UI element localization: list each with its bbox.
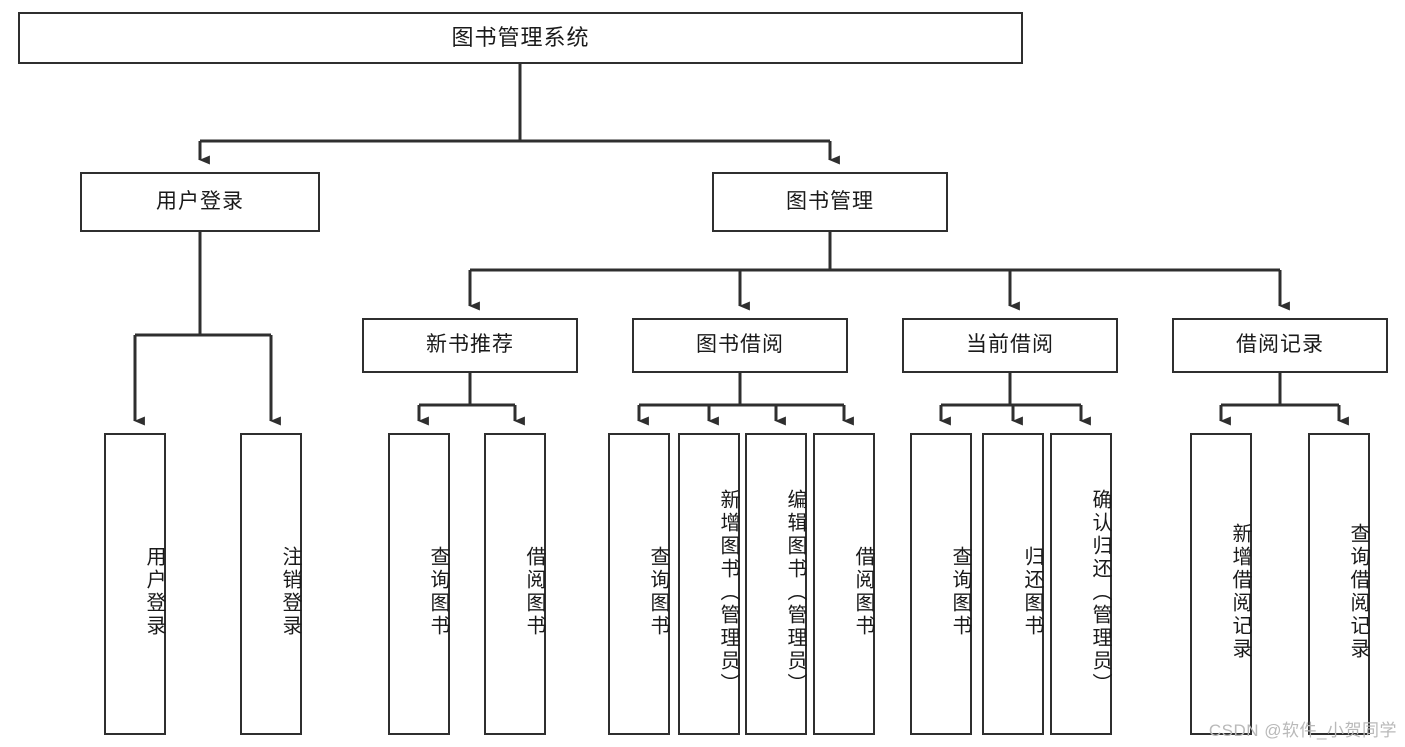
node-leaf-query-book-1-label: 查询图书	[427, 546, 449, 638]
node-borrow-record[interactable]: 借阅记录	[1172, 318, 1388, 373]
node-leaf-borrow-book-1-label: 借阅图书	[523, 546, 545, 638]
node-root[interactable]: 图书管理系统	[18, 12, 1023, 64]
node-root-label: 图书管理系统	[451, 25, 590, 51]
node-leaf-confirm-return-label: 确认归还（管理员）	[1089, 488, 1111, 696]
watermark: CSDN @软件_小贺同学	[1208, 721, 1397, 740]
node-current-borrow-label: 当前借阅	[966, 333, 1054, 357]
node-leaf-query-book-3[interactable]: 查询图书	[910, 433, 972, 735]
node-leaf-edit-book[interactable]: 编辑图书（管理员）	[745, 433, 807, 735]
node-book-borrow[interactable]: 图书借阅	[632, 318, 848, 373]
node-leaf-add-record[interactable]: 新增借阅记录	[1190, 433, 1252, 735]
node-leaf-add-book-label: 新增图书（管理员）	[717, 488, 739, 696]
node-current-borrow[interactable]: 当前借阅	[902, 318, 1118, 373]
node-leaf-query-book-2[interactable]: 查询图书	[608, 433, 670, 735]
node-leaf-borrow-book-2-label: 借阅图书	[852, 546, 874, 638]
node-book-manage[interactable]: 图书管理	[712, 172, 948, 232]
node-leaf-query-book-2-label: 查询图书	[647, 546, 669, 638]
node-leaf-add-book[interactable]: 新增图书（管理员）	[678, 433, 740, 735]
node-leaf-user-login-label: 用户登录	[143, 546, 165, 638]
node-leaf-borrow-book-1[interactable]: 借阅图书	[484, 433, 546, 735]
node-new-book-rec[interactable]: 新书推荐	[362, 318, 578, 373]
node-leaf-query-record[interactable]: 查询借阅记录	[1308, 433, 1370, 735]
node-leaf-query-record-label: 查询借阅记录	[1347, 523, 1369, 661]
node-user-login-label: 用户登录	[156, 189, 244, 213]
node-leaf-user-logout[interactable]: 注销登录	[240, 433, 302, 735]
node-borrow-record-label: 借阅记录	[1236, 333, 1324, 357]
node-leaf-user-login[interactable]: 用户登录	[104, 433, 166, 735]
node-leaf-user-logout-label: 注销登录	[279, 546, 301, 638]
node-new-book-rec-label: 新书推荐	[426, 333, 514, 357]
node-book-manage-label: 图书管理	[786, 189, 874, 213]
node-leaf-edit-book-label: 编辑图书（管理员）	[784, 488, 806, 696]
node-leaf-return-book-label: 归还图书	[1021, 546, 1043, 638]
node-leaf-query-book-3-label: 查询图书	[949, 546, 971, 638]
node-book-borrow-label: 图书借阅	[696, 333, 784, 357]
node-leaf-add-record-label: 新增借阅记录	[1229, 523, 1251, 661]
node-user-login[interactable]: 用户登录	[80, 172, 320, 232]
node-leaf-query-book-1[interactable]: 查询图书	[388, 433, 450, 735]
node-leaf-confirm-return[interactable]: 确认归还（管理员）	[1050, 433, 1112, 735]
node-leaf-return-book[interactable]: 归还图书	[982, 433, 1044, 735]
node-leaf-borrow-book-2[interactable]: 借阅图书	[813, 433, 875, 735]
